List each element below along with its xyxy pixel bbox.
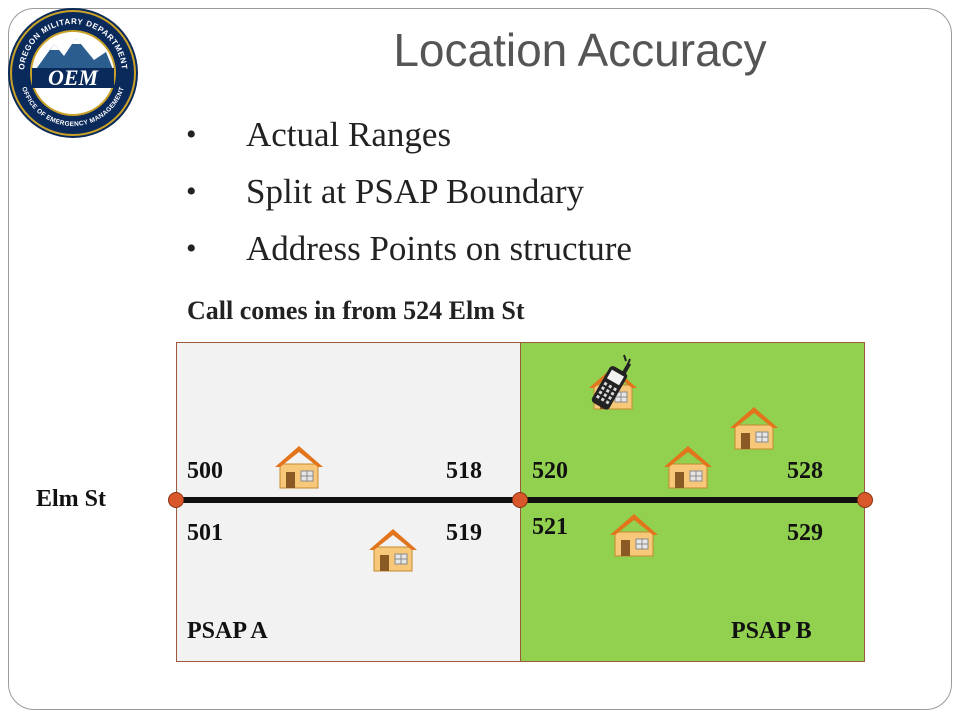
range-node-icon xyxy=(512,492,528,508)
address-label: 501 xyxy=(187,520,223,546)
house-icon xyxy=(610,514,658,557)
cell-phone-icon xyxy=(591,354,632,410)
bullet-text: Address Points on structure xyxy=(246,229,632,268)
address-label: 529 xyxy=(787,520,823,546)
house-icon xyxy=(730,407,778,450)
address-label: 520 xyxy=(532,458,568,484)
call-location-heading: Call comes in from 524 Elm St xyxy=(187,296,525,325)
bullet-text: Actual Ranges xyxy=(246,115,452,154)
address-label: 521 xyxy=(532,514,568,540)
psap-b-label: PSAP B xyxy=(731,618,812,644)
slide-title: Location Accuracy xyxy=(393,24,767,76)
bullet-glyph: • xyxy=(186,118,197,151)
logo-center-text: OEM xyxy=(48,65,100,90)
psap-a-label: PSAP A xyxy=(187,618,268,644)
house-icon xyxy=(275,446,323,489)
street-label: Elm St xyxy=(36,486,107,512)
bullet-text: Split at PSAP Boundary xyxy=(246,172,585,211)
house-icon xyxy=(664,446,712,489)
range-node-icon xyxy=(857,492,873,508)
star-icons xyxy=(49,92,97,107)
house-icon xyxy=(369,529,417,572)
mountain-icon xyxy=(34,38,114,72)
bullet-glyph: • xyxy=(186,232,197,265)
oem-logo: OREGON MILITARY DEPARTMENT OFFICE OF EME… xyxy=(8,8,138,138)
address-label: 519 xyxy=(446,520,482,546)
address-label: 518 xyxy=(446,458,482,484)
address-label: 528 xyxy=(787,458,823,484)
range-node-icon xyxy=(168,492,184,508)
address-label: 500 xyxy=(187,458,223,484)
bullet-glyph: • xyxy=(186,175,197,208)
